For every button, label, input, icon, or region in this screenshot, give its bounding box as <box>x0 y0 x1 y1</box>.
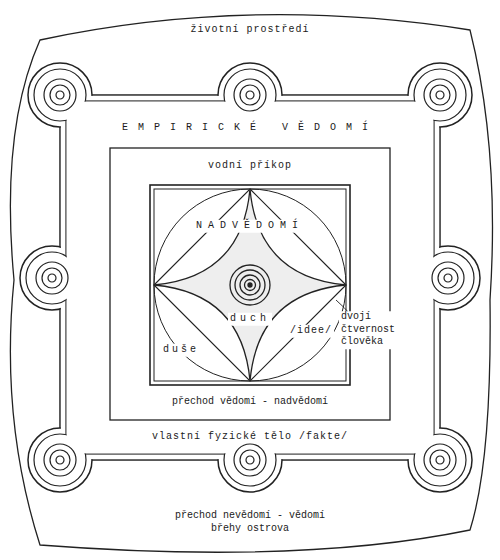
scalloped-wall <box>20 63 480 492</box>
star <box>154 189 346 381</box>
tower-symbols <box>36 79 464 476</box>
region-label: vodní příkop <box>208 160 292 173</box>
region-node: NADVĚDOMÍ duch duše/idee/vodní příkop přech… <box>20 50 480 510</box>
region-label: přechod nevědomí - vědomí břehy ostrova <box>168 510 333 535</box>
region-label: vlastní fyzické tělo /fakte/ <box>152 431 348 444</box>
region-label: EMPIRICKÉ VĚDOMÍ <box>122 122 378 135</box>
region-label: /idee/ <box>288 325 334 338</box>
inner-circle <box>154 189 346 381</box>
spiral <box>230 265 270 305</box>
region-label: přechod vědomí - nadvědomí <box>172 396 328 409</box>
callout-label: dvojí čtvernost člověka <box>339 311 413 349</box>
region-node: NADVĚDOMÍ duch duše/idee/ <box>150 185 350 385</box>
region-label: duše <box>161 344 201 357</box>
region-label: životní prostředí <box>190 24 309 37</box>
diamond <box>154 189 346 381</box>
moat-square <box>110 148 390 420</box>
region-node: NADVĚDOMÍ duch duše/idee/vodní příkop přech… <box>110 148 390 420</box>
region-label: duch <box>228 313 272 326</box>
island-outline <box>10 15 492 553</box>
region-label: NADVĚDOMÍ <box>194 220 306 233</box>
inner-square <box>150 185 350 385</box>
